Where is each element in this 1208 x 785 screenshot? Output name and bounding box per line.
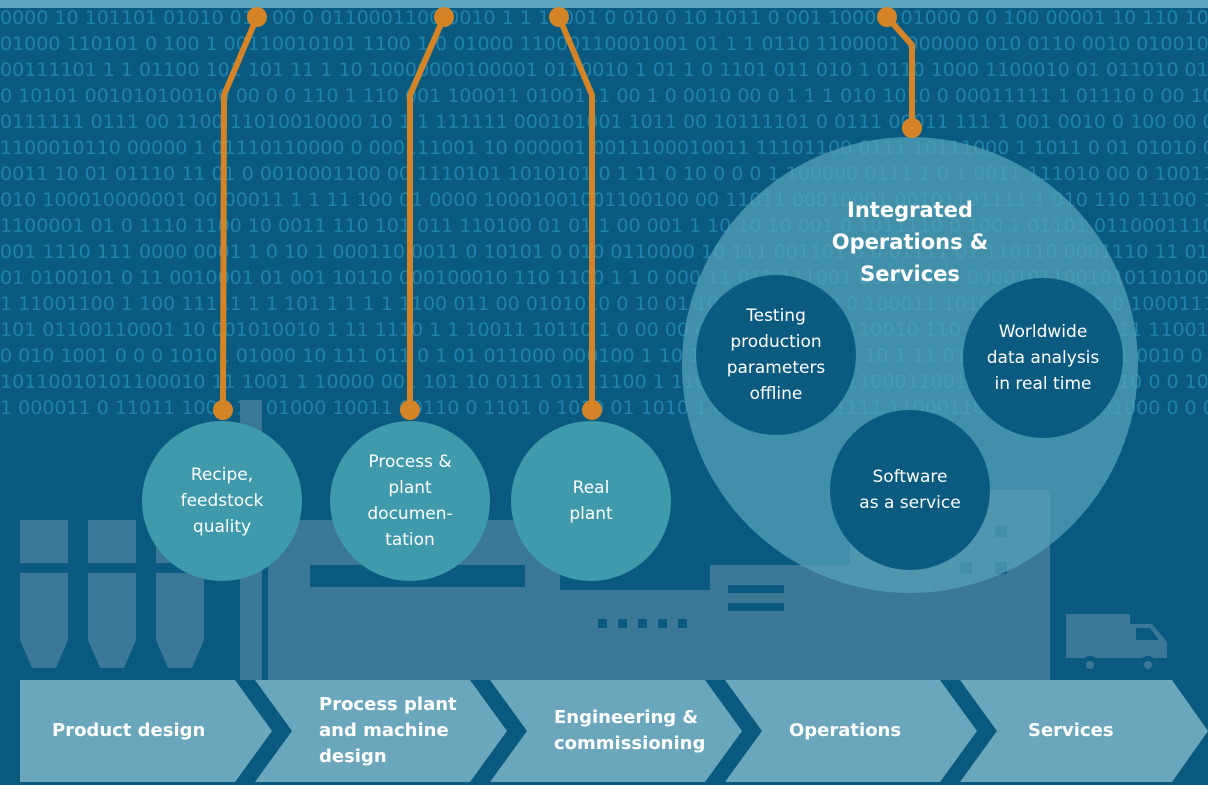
top-band	[0, 0, 1208, 8]
recipe-bubble: Recipe, feedstock quality	[142, 421, 302, 581]
binary-row: 00111101 1 1 01100 101 101 11 1 10 10000…	[0, 59, 1208, 81]
binary-row: 0000 10 101101 01010 010 00 0 0110001100…	[0, 7, 1208, 29]
stage-operations: Operations	[725, 680, 977, 782]
binary-row: 0111111 0111 00 1100 11010010000 10 1 1 …	[0, 111, 1208, 133]
building-window	[728, 585, 784, 593]
silo-base	[156, 640, 204, 668]
silo	[20, 520, 68, 640]
factory-window-dot	[658, 619, 667, 628]
stage-label: Engineering & commissioning	[554, 707, 706, 754]
binary-row: 0 10101 001010100100 00 0 0 110 1 110 00…	[0, 85, 1208, 107]
connector-real-plant	[556, 14, 595, 413]
process-plant-doc-label: Process & plant documen- tation	[367, 452, 453, 550]
worldwide-label: Worldwide data analysis in real time	[986, 322, 1100, 394]
real-plant-label: Real plant	[569, 478, 613, 524]
connector-recipe	[220, 14, 260, 413]
silo	[88, 520, 136, 640]
factory-window-dot	[598, 619, 607, 628]
stage-services: Services	[960, 680, 1208, 782]
worldwide-bubble: Worldwide data analysis in real time	[963, 278, 1123, 438]
building	[560, 590, 710, 680]
truck-icon	[1066, 614, 1167, 674]
connector-process-doc	[407, 14, 447, 413]
factory-window-dot	[678, 619, 687, 628]
process-plant-doc-bubble: Process & plant documen- tation	[330, 421, 490, 581]
testing-label: Testing production parameters offline	[726, 306, 826, 404]
binary-row: 1100010110 00000 1 01110110000 0 0001110…	[0, 137, 1208, 159]
saas-label: Software as a service	[859, 467, 961, 513]
stage-label: Services	[1028, 720, 1114, 741]
stage-label: Operations	[789, 720, 902, 741]
integrated-title: Integrated Operations & Services	[831, 198, 989, 286]
stage-label: Process plant and machine design	[319, 694, 457, 767]
real-plant-bubble: Real plant	[511, 421, 671, 581]
orange-connectors	[220, 14, 915, 413]
factory-dots	[598, 619, 687, 628]
connector-integrated	[884, 14, 915, 131]
factory-window-dot	[618, 619, 627, 628]
stage-process-plant-design: Process plant and machine design	[255, 680, 507, 782]
integrated-big-circle	[682, 137, 1138, 593]
recipe-label: Recipe, feedstock quality	[180, 465, 264, 537]
saas-bubble: Software as a service	[830, 410, 990, 570]
stage-engineering-commissioning: Engineering & commissioning	[490, 680, 742, 782]
factory-silhouette	[20, 400, 1050, 680]
stage-product-design: Product design	[20, 680, 272, 782]
testing-bubble: Testing production parameters offline	[696, 275, 856, 435]
binary-row: 01000 110101 0 100 1 00110010101 1100 1 …	[0, 33, 1208, 55]
silo-base	[88, 640, 136, 668]
building	[710, 565, 850, 680]
silo-band	[20, 563, 204, 573]
connector-dots	[213, 7, 922, 420]
building-window	[728, 603, 784, 611]
stage-label: Product design	[52, 720, 206, 741]
silo-base	[20, 640, 68, 668]
factory-window-dot	[638, 619, 647, 628]
